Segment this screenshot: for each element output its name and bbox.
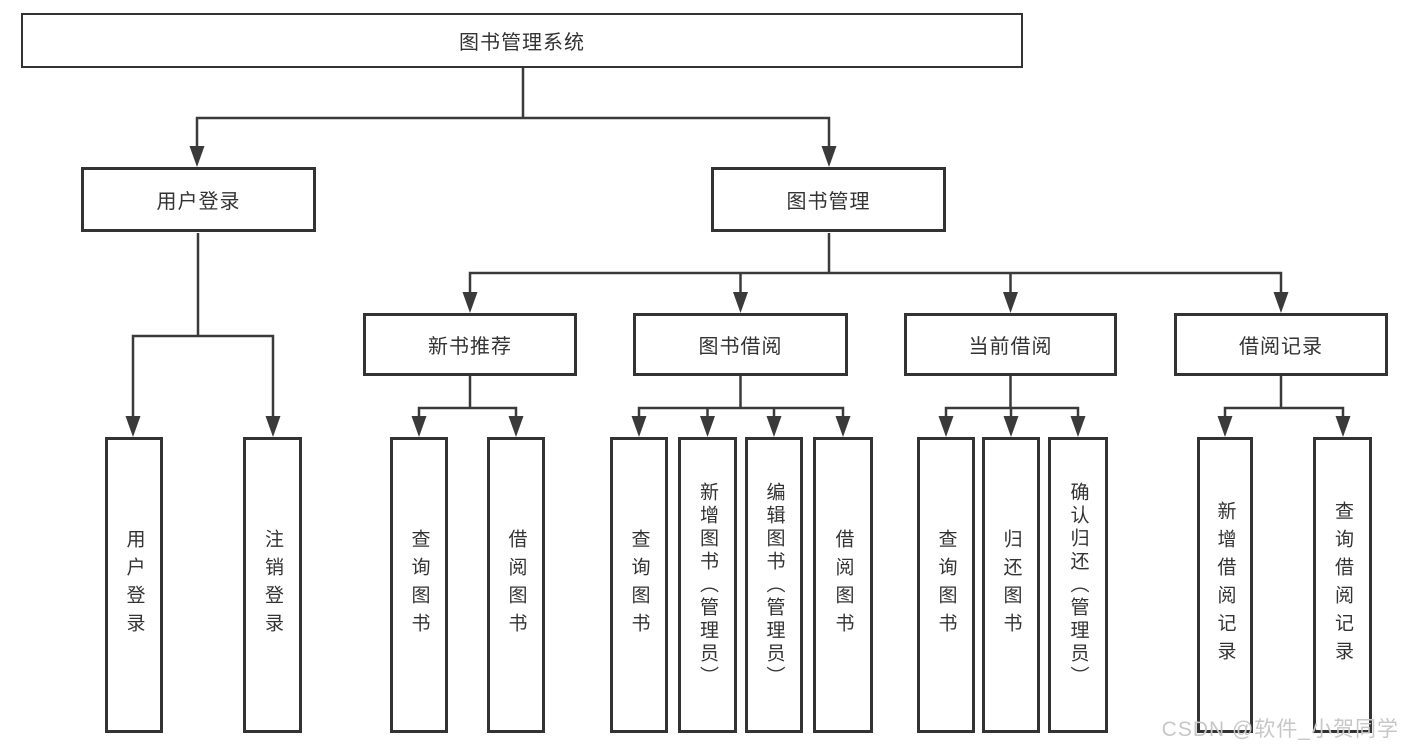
leaf-edit-books-admin: 编辑图书（管理员） (745, 437, 803, 733)
node-user-login: 用户登录 (81, 167, 316, 232)
leaf-query-books-bb: 查询图书 (610, 437, 668, 733)
connector-bookmgmt-branch (468, 271, 1283, 296)
arrowhead (938, 416, 954, 437)
arrowhead (733, 292, 748, 313)
leaf-add-books-admin: 新增图书（管理员） (678, 437, 737, 733)
arrowhead (631, 416, 647, 437)
connector-root-branch (195, 116, 831, 150)
arrowhead (700, 416, 715, 437)
leaf-confirm-return-admin: 确认归还（管理员） (1048, 437, 1108, 733)
leaf-user-login: 用户登录 (105, 437, 163, 733)
arrowhead (1273, 292, 1289, 313)
arrowhead (411, 416, 427, 437)
arrowhead (462, 292, 478, 313)
csdn-watermark: CSDN @软件_小贺同学 (1161, 718, 1399, 741)
connector-bb-branch (637, 406, 845, 420)
arrowhead (1070, 416, 1086, 437)
arrowhead (125, 416, 141, 437)
arrowhead (508, 416, 524, 437)
leaf-query-books-nbr: 查询图书 (390, 437, 448, 733)
arrowhead (1003, 416, 1019, 437)
leaf-query-borrow-record: 查询借阅记录 (1313, 437, 1372, 733)
arrowhead (766, 416, 782, 437)
node-root: 图书管理系统 (21, 13, 1023, 68)
arrowhead (821, 146, 837, 167)
arrowhead (1003, 292, 1018, 313)
leaf-logout: 注销登录 (243, 437, 302, 733)
arrowhead (265, 416, 281, 437)
node-new-book-recommendation: 新书推荐 (363, 313, 577, 376)
arrowhead (835, 416, 851, 437)
connector-nbr-branch (417, 406, 518, 420)
node-borrowing-records: 借阅记录 (1174, 313, 1388, 376)
leaf-return-books: 归还图书 (982, 437, 1040, 733)
leaf-borrow-books-nbr: 借阅图书 (487, 437, 545, 733)
connector-br-branch (1223, 406, 1345, 420)
arrowhead (189, 146, 205, 167)
leaf-query-books-cb: 查询图书 (917, 437, 975, 733)
connector-userlogin-branch (131, 334, 275, 420)
node-book-borrowing: 图书借阅 (633, 313, 848, 376)
leaf-add-borrow-record: 新增借阅记录 (1197, 437, 1253, 733)
arrowhead (1335, 416, 1351, 437)
leaf-borrow-books-bb: 借阅图书 (813, 437, 873, 733)
node-current-borrowing: 当前借阅 (904, 313, 1117, 376)
node-book-management: 图书管理 (711, 167, 946, 232)
arrowhead (1217, 416, 1233, 437)
